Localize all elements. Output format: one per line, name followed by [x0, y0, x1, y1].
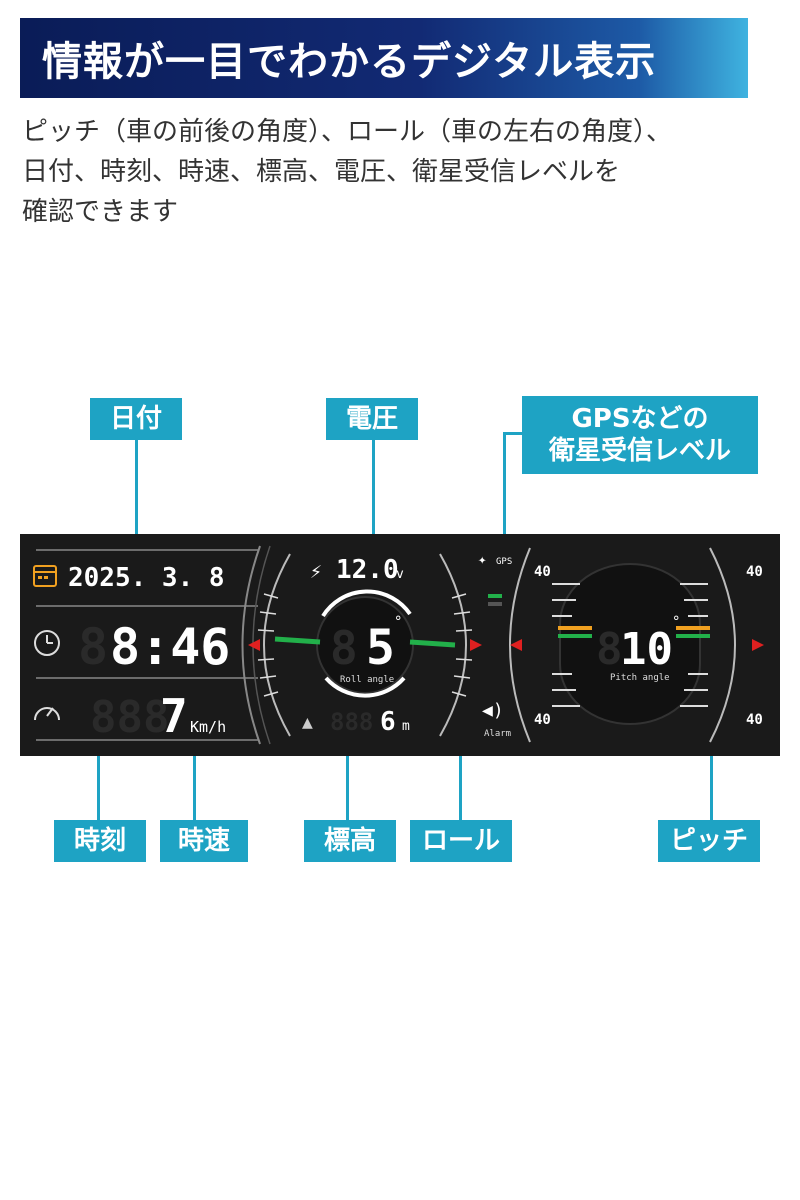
voltage-leader-line	[372, 440, 375, 564]
pitch-angle-label: Pitch angle	[610, 673, 670, 683]
speaker-icon: ◀)	[482, 700, 504, 721]
lightning-icon: ⚡	[310, 559, 322, 583]
description: ピッチ（車の前後の角度）、ロール（車の左右の角度）、 日付、時刻、時速、標高、電…	[22, 112, 782, 232]
gps-label: GPS	[496, 557, 512, 567]
speed-readout: 7	[160, 689, 188, 743]
description-line-2: 日付、時刻、時速、標高、電圧、衛星受信レベルを	[22, 157, 621, 187]
satellite-icon: ✦	[478, 552, 487, 568]
speedometer-icon	[34, 707, 60, 721]
pitch-scale-lines	[552, 583, 708, 707]
date-leader-line	[135, 440, 138, 562]
svg-text:8: 8	[78, 618, 108, 676]
gps-callout: GPSなどの 衛星受信レベル	[522, 396, 758, 474]
speed-unit: Km/h	[190, 718, 226, 736]
date-readout: 2025. 3. 8	[68, 563, 225, 593]
svg-text:°: °	[672, 614, 680, 630]
pitch-callout: ピッチ	[658, 820, 760, 862]
pitch-leader-line	[710, 712, 713, 820]
voltage-callout: 電圧	[326, 398, 418, 440]
time-callout: 時刻	[54, 820, 146, 862]
voltage-readout: 12.0	[336, 555, 399, 585]
date-callout: 日付	[90, 398, 182, 440]
pitch-scale-top-right: 40	[746, 564, 763, 580]
roll-tick-marks	[257, 593, 473, 697]
description-line-1: ピッチ（車の前後の角度）、ロール（車の左右の角度）、	[22, 117, 673, 147]
gps-signal-bar	[488, 594, 502, 598]
altitude-leader-line	[346, 716, 349, 820]
pitch-scale-bottom-right: 40	[746, 712, 763, 728]
roll-angle-label: Roll angle	[340, 675, 394, 685]
pitch-angle-readout: 10	[620, 624, 673, 675]
roll-angle-readout: 5	[366, 620, 395, 676]
gps-callout-line-2: 衛星受信レベル	[548, 436, 731, 466]
voltage-unit: v	[396, 567, 404, 582]
gps-leader-horizontal	[503, 432, 523, 435]
altitude-readout: 6	[380, 707, 396, 737]
mountain-icon: ▲	[302, 712, 313, 733]
svg-text:888: 888	[90, 692, 169, 743]
gps-callout-line-1: GPSなどの	[571, 404, 709, 434]
pitch-scale-top-left: 40	[534, 564, 551, 580]
pitch-scale-bottom-left: 40	[534, 712, 551, 728]
svg-text:8: 8	[330, 621, 358, 675]
time-readout: 8:46	[110, 618, 230, 676]
altitude-callout: 標高	[304, 820, 396, 862]
display-graphic: 2025. 3. 8 8 8:46 888 7 Km/h	[33, 545, 764, 745]
roll-leader-line	[459, 710, 462, 820]
calendar-icon	[33, 565, 57, 587]
clock-icon	[34, 630, 60, 656]
alarm-label: Alarm	[484, 729, 511, 739]
speed-leader-line	[193, 730, 196, 820]
altitude-unit: m	[402, 719, 410, 734]
description-line-3: 確認できます	[22, 197, 179, 227]
page-title: 情報が一目でわかるデジタル表示	[42, 39, 657, 85]
svg-text:°: °	[394, 614, 402, 630]
inclinometer-display: 2025. 3. 8 8 8:46 888 7 Km/h	[20, 534, 780, 756]
roll-callout: ロール	[410, 820, 512, 862]
svg-text:8: 8	[596, 624, 623, 675]
speed-callout: 時速	[160, 820, 248, 862]
gps-leader-vertical	[503, 432, 506, 552]
title-banner: 情報が一目でわかるデジタル表示	[20, 18, 748, 98]
svg-text:888: 888	[330, 708, 373, 736]
